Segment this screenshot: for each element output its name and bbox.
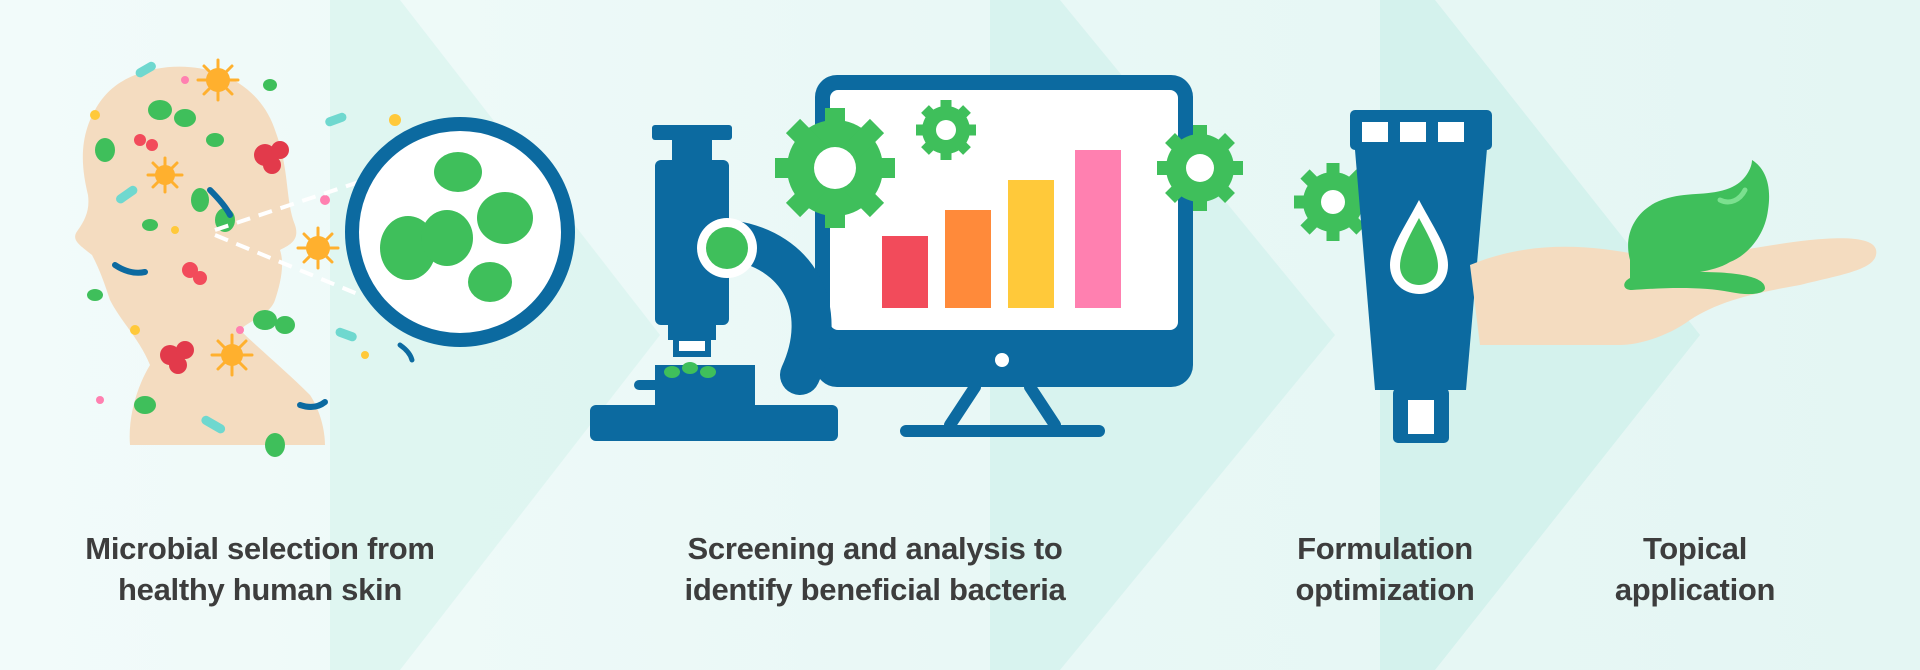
head-with-microbes-icon [75,58,575,457]
step-4-caption-line-1: Topical [1642,531,1748,566]
gear-icon [1294,163,1372,241]
step-1-caption-line-2: healthy human skin [118,572,402,607]
head-silhouette [75,66,325,445]
chart-bar-3 [1008,180,1054,308]
step-2-caption-line-2: identify beneficial bacteria [684,572,1066,607]
gear-icon [1157,125,1243,211]
gear-icon [916,100,976,160]
step-3-caption-line-2: optimization [1295,572,1475,607]
microscope-and-monitor-icon [590,75,1243,441]
gear-icon [775,108,895,228]
step-3-caption-line-1: Formulation [1297,531,1473,566]
step-3-caption: Formulation optimization [1270,528,1500,610]
step-1-caption-line-1: Microbial selection from [85,531,435,566]
step-2-caption-line-1: Screening and analysis to [687,531,1063,566]
chart-bar-2 [945,210,991,308]
step-2-caption: Screening and analysis to identify benef… [640,528,1110,610]
hand-with-cream-icon [1470,160,1877,345]
cream-icon [1624,160,1770,295]
step-4-caption: Topical application [1575,528,1815,610]
step-4-caption-line-2: application [1614,572,1776,607]
hand-shape [1470,238,1877,345]
chart-bar-4 [1075,150,1121,308]
chart-bar-1 [882,236,928,308]
step-1-caption: Microbial selection from healthy human s… [40,528,480,610]
tube-with-drop-icon [1294,110,1492,443]
